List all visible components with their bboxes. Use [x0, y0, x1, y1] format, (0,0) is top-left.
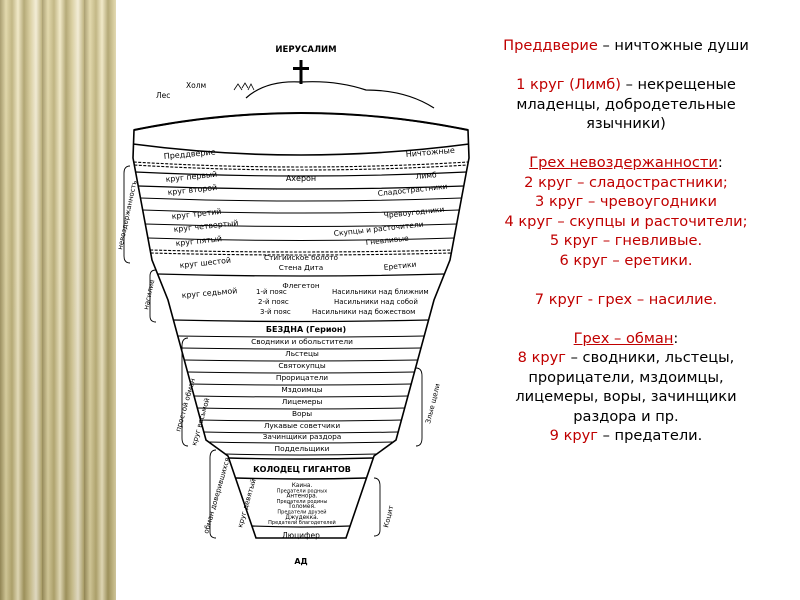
incontinence-item: 3 круг – чревоугодники: [535, 193, 717, 210]
vestibule-note: Преддверие – ничтожные души: [503, 37, 749, 54]
forest-label: Лес: [156, 91, 170, 100]
circle-boundary: [138, 185, 464, 190]
belt-2-text: Насильники над собой: [334, 298, 418, 306]
incontinence-item: 2 круг – сладострастники;: [524, 173, 728, 191]
limbo-label: Лимб: [415, 170, 437, 181]
circle-boundary: [134, 164, 468, 171]
cocytus-labels: Каина.Предатели родныхАнтенора.Предатели…: [268, 483, 336, 526]
cocytus-zone-label: Предатели благодетелей: [268, 519, 336, 526]
bolgia-label: Воры: [292, 409, 312, 418]
hell-label: АД: [294, 557, 307, 566]
belt-3-label: 3-й пояс: [260, 308, 291, 316]
dis-wall-label: Стена Дита: [279, 263, 324, 272]
circle-boundary: [147, 237, 455, 241]
circle-boundary: [145, 223, 457, 227]
circle-boundary: [228, 457, 374, 460]
inferno-diagram: ИЕРУСАЛИМ Лес Холм Преддверие Ничтожные …: [116, 45, 470, 566]
giants-well-label: КОЛОДЕЦ ГИГАНТОВ: [253, 465, 351, 474]
circle-boundary: [200, 419, 402, 422]
bolgia-label: Лукавые советчики: [264, 421, 340, 430]
simple-fraud-side-label: простой обман: [174, 377, 197, 432]
belt-1-label: 1-й пояс: [256, 288, 287, 296]
cocytus-zone-label: Предатели родины: [277, 499, 328, 505]
malebolge-side-label: Злые щели: [424, 383, 442, 425]
eighth-circle-line2: прорицатели, мздоимцы,: [528, 368, 724, 386]
limbo-note-line2: младенцы, добродетельные: [516, 95, 736, 113]
lucifer-label: Люцифер: [282, 531, 320, 540]
circle-boundary: [177, 335, 425, 338]
circle-boundary: [184, 359, 418, 362]
incontinence-item: 6 круг – еретики.: [559, 251, 693, 269]
limbo-note-line3: язычники): [586, 115, 666, 132]
eighth-circle-line4: раздора и пр.: [573, 407, 679, 425]
circle-boundary: [187, 371, 415, 374]
cross-icon: [293, 60, 309, 84]
limbo-note: 1 круг (Лимб) – некрещеные: [516, 76, 736, 93]
circle-boundary: [150, 252, 452, 256]
incontinence-side-label: невоздержанность: [116, 180, 139, 251]
abyss-label: БЕЗДНА (Герион): [266, 325, 346, 334]
forest-icon: [233, 82, 255, 91]
treachery-side-label: обман доверившихся: [202, 457, 231, 535]
cocytus-zone-label: Предатели друзей: [277, 509, 326, 516]
notes-panel: Преддверие – ничтожные души 1 круг (Лимб…: [478, 36, 774, 446]
violence-side-label: насилие: [142, 279, 156, 311]
bolgia-label: Поддельщики: [275, 444, 330, 453]
cocytus-side-label: Коцит: [382, 505, 395, 529]
circle-boundary: [133, 161, 469, 168]
incontinence-heading: Грех невоздержанности:: [529, 154, 723, 171]
eighth-circle-line3: лицемеры, воры, зачинщики: [515, 388, 737, 405]
circle-boundary: [157, 273, 445, 277]
belt-3-text: Насильники над божеством: [312, 308, 415, 316]
cocytus-zone-label: Каина.: [292, 483, 313, 489]
neutrals-label: Ничтожные: [405, 146, 455, 159]
cocytus-zone-label: Толомея.: [287, 504, 316, 510]
circle-boundary: [197, 407, 405, 410]
bolgia-labels: Сводники и обольстителиЛьстецыСвятокупцы…: [251, 337, 353, 453]
circle-boundary: [194, 395, 408, 398]
circle-boundary: [135, 171, 467, 177]
incontinence-item: 4 круг – скупцы и расточители;: [504, 212, 748, 230]
bolgia-label: Прорицатели: [276, 373, 328, 382]
bolgia-label: Мздоимцы: [281, 385, 322, 394]
cocytus-zone-label: Предатели родных: [277, 488, 327, 494]
circle-boundary: [173, 319, 429, 323]
circle-boundary: [203, 431, 399, 434]
circle-6-sinners: Еретики: [383, 260, 417, 272]
circle-boundary: [140, 197, 462, 202]
eighth-circle-note: 8 круг – сводники, льстецы,: [517, 349, 735, 366]
phlegethon-label: Флегетон: [282, 281, 319, 290]
hill-label: Холм: [186, 81, 206, 90]
acheron-label: Ахерон: [286, 174, 316, 183]
bolgia-label: Зачинщики раздора: [263, 432, 342, 441]
fraud-heading: Грех – обман:: [573, 329, 679, 347]
circle-bands: [133, 161, 469, 528]
circle-boundary: [225, 453, 377, 456]
bolgia-label: Святокупцы: [278, 361, 325, 370]
incontinence-item: 5 круг – гневливые.: [549, 232, 703, 249]
bolgia-label: Сводники и обольстители: [251, 337, 353, 346]
bolgia-label: Льстецы: [285, 349, 319, 358]
circle-boundary: [181, 347, 421, 350]
styx-label: Стигийское болото: [264, 253, 338, 262]
jerusalem-label: ИЕРУСАЛИМ: [275, 45, 336, 55]
circle-boundary: [235, 477, 367, 480]
hill-outline: [245, 81, 435, 109]
bolgia-label: Лицемеры: [282, 397, 323, 406]
belt-2-label: 2-й пояс: [258, 298, 289, 306]
cocytus-zone-label: Антенора.: [286, 494, 317, 500]
decorative-stripes: [0, 0, 116, 600]
violence-note: 7 круг - грех – насилие.: [534, 290, 718, 308]
circle-boundary: [208, 441, 394, 444]
belt-1-text: Насильники над ближним: [332, 288, 429, 296]
circle-boundary: [190, 383, 412, 386]
cocytus-zone-label: Джудекка.: [285, 515, 318, 521]
ninth-circle-note: 9 круг – предатели.: [549, 427, 703, 444]
circle-boundary: [251, 525, 351, 528]
circle-boundary: [142, 209, 460, 214]
circle-boundary: [150, 249, 452, 253]
